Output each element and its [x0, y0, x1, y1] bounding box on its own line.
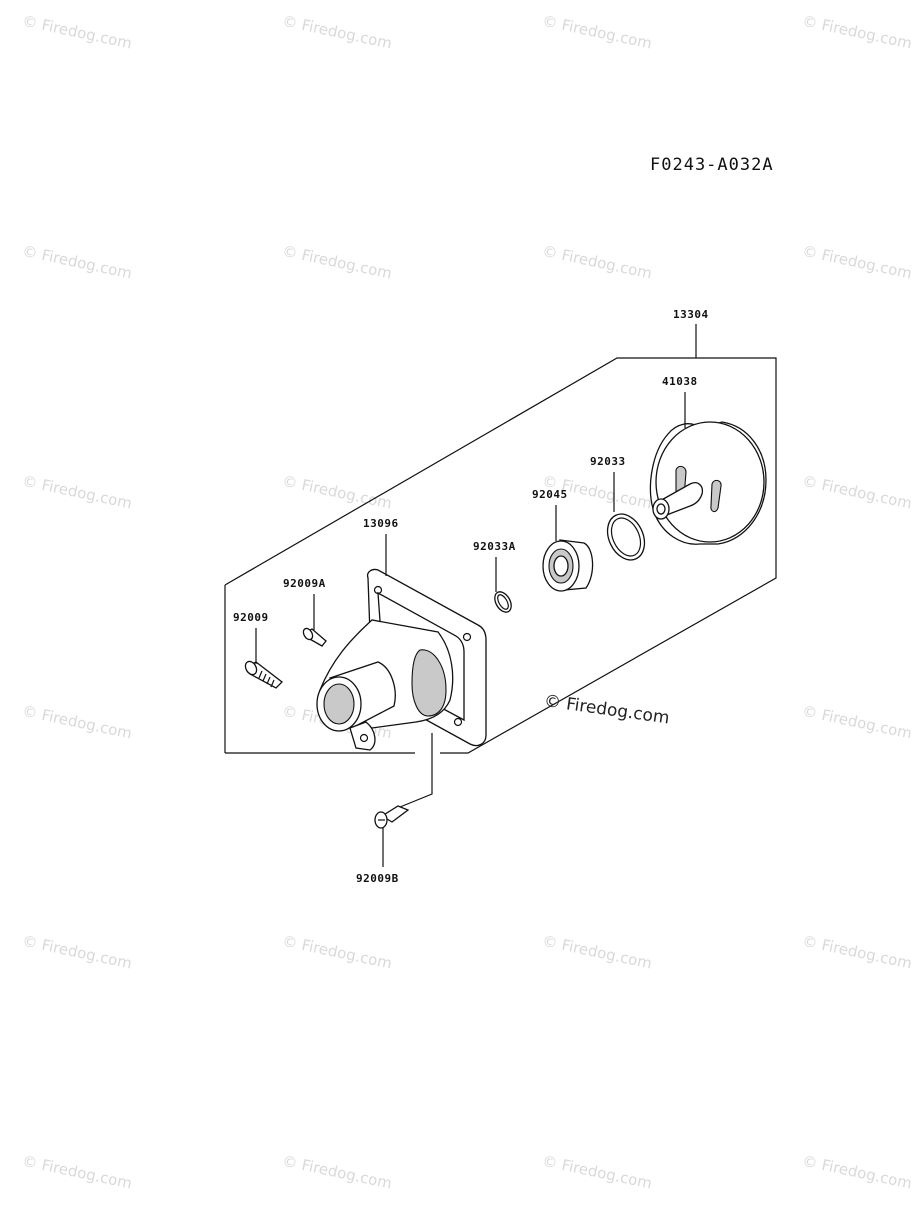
watermark-layer: © Firedog.com © Firedog.com © Firedog.co…: [21, 12, 914, 1193]
svg-text:© Firedog.com: © Firedog.com: [281, 472, 394, 513]
label-92009B: 92009B: [356, 872, 399, 885]
svg-text:© Firedog.com: © Firedog.com: [541, 242, 654, 283]
svg-text:© Firedog.com: © Firedog.com: [281, 12, 394, 53]
bolt-92009: [244, 660, 283, 689]
svg-text:© Firedog.com: © Firedog.com: [21, 702, 134, 743]
svg-text:© Firedog.com: © Firedog.com: [281, 932, 394, 973]
svg-text:© Firedog.com: © Firedog.com: [541, 932, 654, 973]
svg-text:© Firedog.com: © Firedog.com: [21, 12, 134, 53]
label-92009: 92009: [233, 611, 269, 624]
bolt-92009A: [302, 627, 327, 647]
svg-text:© Firedog.com: © Firedog.com: [801, 702, 914, 743]
label-92045: 92045: [532, 488, 568, 501]
svg-text:© Firedog.com: © Firedog.com: [801, 472, 914, 513]
svg-text:© Firedog.com: © Firedog.com: [801, 242, 914, 283]
svg-text:© Firedog.com: © Firedog.com: [541, 12, 654, 53]
svg-text:© Firedog.com: © Firedog.com: [281, 242, 394, 283]
svg-text:© Firedog.com: © Firedog.com: [21, 472, 134, 513]
bearing-92045: [542, 539, 594, 592]
svg-text:© Firedog.com: © Firedog.com: [21, 1152, 134, 1193]
snap-ring-92033A: [494, 591, 512, 613]
svg-text:© Firedog.com: © Firedog.com: [281, 1152, 394, 1193]
label-92033A: 92033A: [473, 540, 516, 553]
assembly-boundary: [224, 357, 777, 754]
svg-text:© Firedog.com: © Firedog.com: [801, 1152, 914, 1193]
label-92033: 92033: [590, 455, 626, 468]
label-13096: 13096: [363, 517, 399, 530]
svg-text:© Firedog.com: © Firedog.com: [543, 691, 671, 728]
clutch-housing-13096: [316, 568, 487, 751]
svg-text:© Firedog.com: © Firedog.com: [801, 12, 914, 53]
label-13304: 13304: [673, 308, 709, 321]
diagram-code: F0243-A032A: [650, 155, 774, 175]
svg-text:© Firedog.com: © Firedog.com: [801, 932, 914, 973]
label-92009A: 92009A: [283, 577, 326, 590]
svg-text:© Firedog.com: © Firedog.com: [21, 242, 134, 283]
snap-ring-92033: [606, 513, 646, 561]
bolt-92009B: [374, 733, 433, 829]
label-41038: 41038: [662, 375, 698, 388]
firedog-watermark-main: © Firedog.com: [543, 691, 671, 728]
clutch-drum: [649, 421, 767, 545]
svg-text:© Firedog.com: © Firedog.com: [541, 1152, 654, 1193]
svg-text:© Firedog.com: © Firedog.com: [21, 932, 134, 973]
